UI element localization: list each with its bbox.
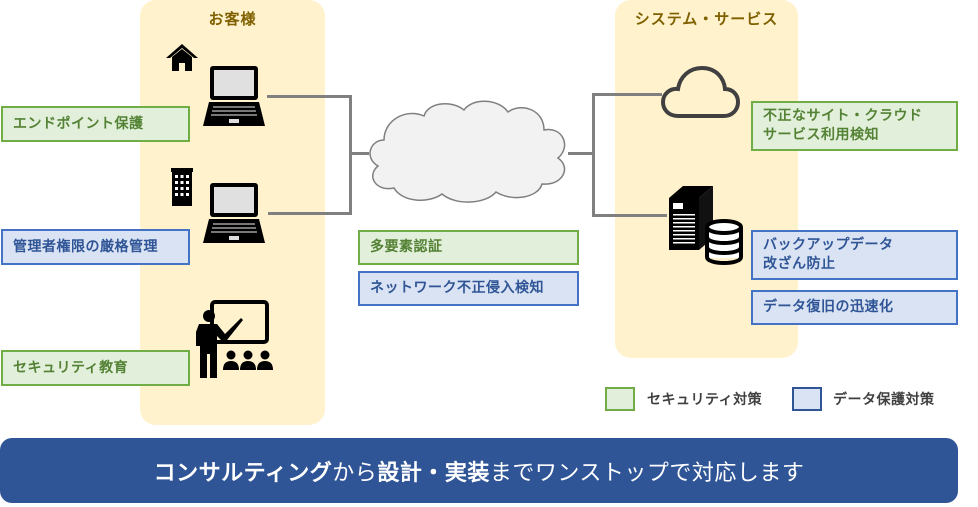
banner-design-implementation: 設計・実装 <box>377 460 490 486</box>
measure-label-line2: サービス利用検知 <box>763 127 879 143</box>
connector-laptop1 <box>267 95 352 98</box>
connector-to-cloud-service <box>592 93 662 96</box>
office-building-icon <box>171 168 193 206</box>
measure-label: セキュリティ教育 <box>13 359 129 376</box>
server-icon <box>669 186 713 250</box>
legend-data-label: データ保護対策 <box>833 392 935 408</box>
banner-from: から <box>332 460 378 486</box>
measure-label: ネットワーク不正侵入検知 <box>370 280 544 296</box>
banner-consulting: コンサルティング <box>153 460 333 486</box>
house-icon <box>166 44 198 71</box>
measure-data-recovery: データ復旧の迅速化 <box>751 290 958 325</box>
system-panel-title: システム・サービス <box>634 10 779 28</box>
teacher-icon <box>196 300 273 378</box>
measure-mfa: 多要素認証 <box>358 230 579 265</box>
laptop-icon <box>203 66 265 126</box>
summary-banner: コンサルティング から 設計・実装 までワンストップで対応します <box>0 438 958 503</box>
customer-panel-title: お客様 <box>208 10 257 28</box>
connector-to-server <box>592 214 667 217</box>
measure-label: エンドポイント保護 <box>13 115 144 132</box>
legend-security-label: セキュリティ対策 <box>647 392 763 408</box>
connector-laptop2 <box>268 212 352 215</box>
measure-label: データ復旧の迅速化 <box>763 299 894 315</box>
measure-endpoint-protection: エンドポイント保護 <box>1 106 190 142</box>
cloud-service-icon <box>660 65 740 118</box>
database-icon <box>705 219 743 265</box>
measure-label-line1: バックアップデータ <box>763 237 894 253</box>
laptop-icon <box>203 183 265 243</box>
network-cloud-icon <box>369 100 566 203</box>
legend-security-swatch <box>605 387 635 411</box>
measure-network-ids: ネットワーク不正侵入検知 <box>358 271 579 306</box>
measure-label-line1: 不正なサイト・クラウド <box>763 108 923 124</box>
legend-data-swatch <box>792 387 822 411</box>
measure-label-line2: 改ざん防止 <box>763 256 836 272</box>
measure-label: 多要素認証 <box>370 239 443 255</box>
connector-left-to-cloud <box>349 152 369 155</box>
measure-backup-tamper: バックアップデータ 改ざん防止 <box>751 230 958 280</box>
connector-cloud-to-right <box>568 152 594 155</box>
measure-label: 管理者権限の厳格管理 <box>13 238 158 255</box>
measure-security-education: セキュリティ教育 <box>1 350 190 386</box>
banner-onestop: までワンストップで対応します <box>489 460 805 486</box>
measure-admin-privilege: 管理者権限の厳格管理 <box>1 229 190 265</box>
connector-left-vertical <box>349 95 352 215</box>
measure-cloud-detection: 不正なサイト・クラウド サービス利用検知 <box>751 101 958 151</box>
connector-right-vertical <box>592 93 595 217</box>
